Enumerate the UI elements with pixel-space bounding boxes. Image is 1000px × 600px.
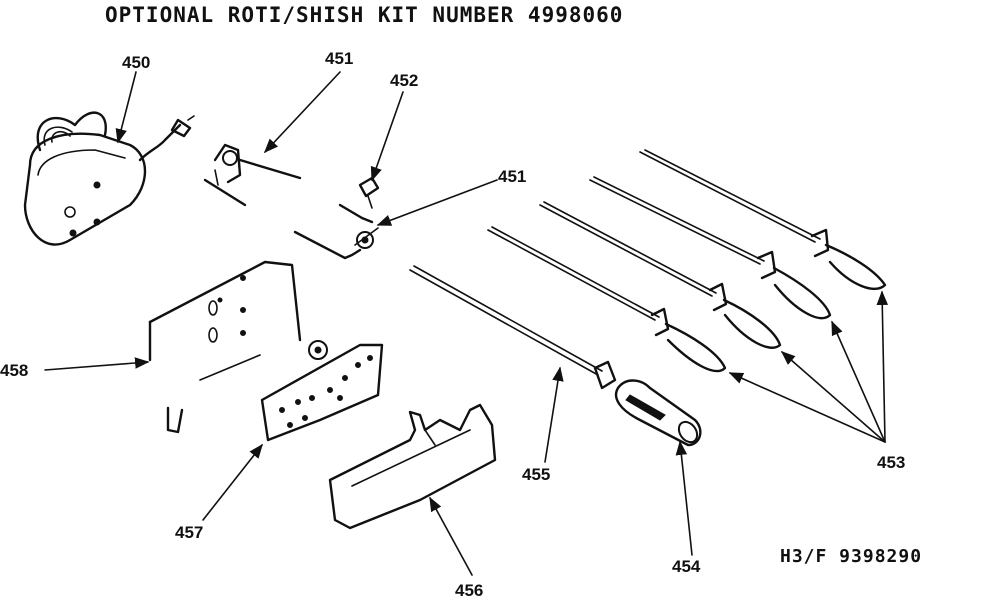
callout-451-lower: 451 — [498, 167, 526, 186]
callout-451-upper: 451 — [325, 49, 353, 68]
diagram-code: H3/F 9398290 — [780, 546, 922, 567]
motor-part-450 — [23, 111, 195, 246]
support-rail-part-456 — [328, 403, 497, 530]
callout-457: 457 — [175, 523, 203, 542]
callout-453: 453 — [877, 453, 905, 472]
spit-rod-part-455 — [409, 265, 617, 390]
callout-450: 450 — [122, 53, 150, 72]
side-panel-part-458 — [148, 260, 302, 434]
handle-part-454 — [614, 379, 702, 447]
diagram-title: OPTIONAL ROTI/SHISH KIT NUMBER 4998060 — [105, 3, 623, 27]
callout-454: 454 — [672, 557, 701, 576]
callout-leaders — [44, 71, 889, 576]
callout-452: 452 — [390, 71, 418, 90]
clip-part-452 — [358, 176, 380, 209]
callout-458: 458 — [0, 361, 28, 380]
bracket-plate-part-457 — [260, 340, 384, 442]
skewer-set-part-453 — [487, 149, 887, 373]
rod-bracket-part-451-upper — [203, 143, 302, 207]
callout-456: 456 — [455, 581, 483, 600]
rod-bracket-part-451-lower — [293, 203, 379, 260]
callout-455: 455 — [522, 465, 550, 484]
